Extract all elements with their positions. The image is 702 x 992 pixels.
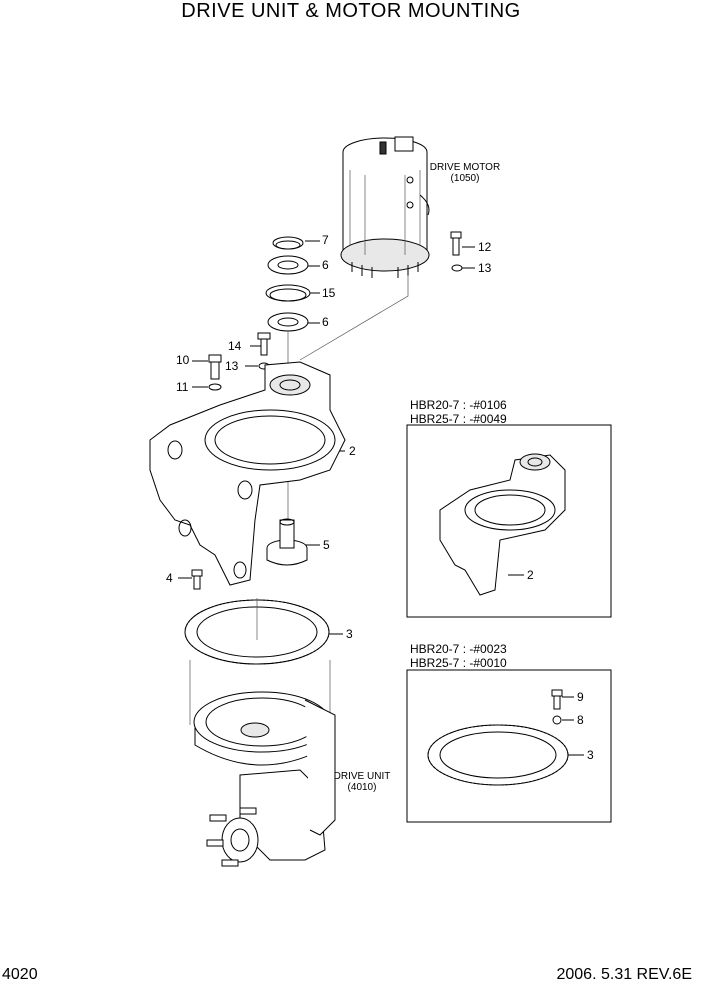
inset-2-line2: HBR25-7 : -#0010: [410, 656, 507, 670]
pinion-gear-drawing: [266, 518, 308, 566]
callout-12: 12: [478, 240, 492, 254]
inset-1-callout-2: 2: [527, 568, 534, 582]
drive-motor-name: DRIVE MOTOR: [429, 162, 501, 173]
callout-4: 4: [166, 571, 173, 585]
callout-2: 2: [349, 444, 356, 458]
page-title: DRIVE UNIT & MOTOR MOUNTING: [181, 0, 521, 22]
inset-1-frame: [406, 424, 612, 618]
inset-1-line1: HBR20-7 : -#0106: [410, 398, 507, 412]
drive-unit-name: DRIVE UNIT: [333, 771, 391, 782]
inset-2-ring-drawing: [427, 689, 569, 786]
inset-1-header: HBR20-7 : -#0106 HBR25-7 : -#0049: [410, 398, 507, 426]
revision-date: 2006. 5.31 REV.6E: [556, 966, 692, 983]
drive-motor-label: DRIVE MOTOR (1050): [425, 162, 505, 184]
inset-2-callout-3: 3: [587, 748, 594, 762]
page-number: 4020: [2, 966, 38, 983]
callout-leaders: [178, 240, 584, 756]
callout-6-lower: 6: [322, 315, 329, 329]
callout-13-left: 13: [225, 359, 239, 373]
callout-5: 5: [323, 538, 330, 552]
inset-1-line2: HBR25-7 : -#0049: [410, 412, 507, 426]
inset-2-callout-8: 8: [577, 713, 584, 727]
inset-2-line1: HBR20-7 : -#0023: [410, 642, 507, 656]
inset-1-bracket-drawing: [439, 453, 566, 596]
inset-2-callout-9: 9: [577, 690, 584, 704]
drive-unit-label: DRIVE UNIT (4010): [322, 771, 402, 793]
callout-14: 14: [228, 339, 242, 353]
callout-6-upper: 6: [322, 258, 329, 272]
drive-motor-drawing: [299, 136, 430, 361]
inset-2-frame: [406, 669, 612, 823]
drive-unit-code: (4010): [347, 782, 377, 793]
callout-15: 15: [322, 286, 336, 300]
callout-7: 7: [322, 233, 329, 247]
inset-2-header: HBR20-7 : -#0023 HBR25-7 : -#0010: [410, 642, 507, 670]
callout-3: 3: [346, 627, 353, 641]
drive-unit-drawing: [189, 660, 336, 867]
motor-bracket-drawing: [149, 361, 346, 586]
callout-11: 11: [176, 380, 189, 394]
callout-10: 10: [176, 353, 190, 367]
ring-gear-drawing: [184, 598, 330, 665]
fasteners: [191, 231, 463, 590]
drive-motor-code: (1050): [450, 173, 480, 184]
callout-13-right: 13: [478, 261, 492, 275]
